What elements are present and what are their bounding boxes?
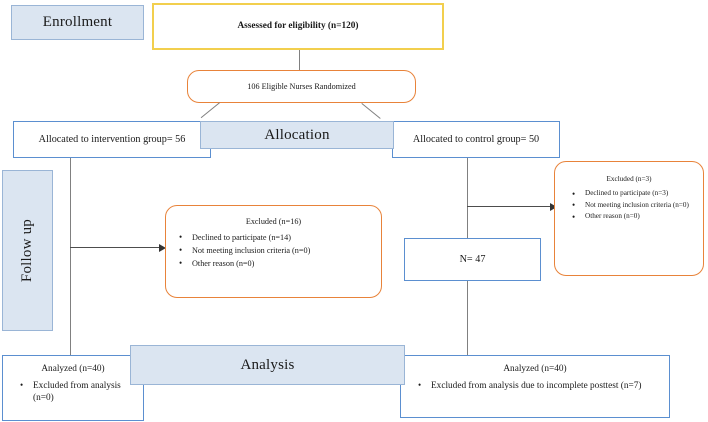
list-item: Other reason (n=0) bbox=[179, 257, 381, 270]
stage-label-followup: Follow up bbox=[19, 218, 35, 283]
stage-banner-enrollment: Enrollment bbox=[11, 5, 144, 40]
analyzed-control-title: Analyzed (n=40) bbox=[503, 364, 567, 374]
excluded-control-box: Excluded (n=3) Declined to participate (… bbox=[554, 161, 704, 276]
connector-intervention-to-excluded bbox=[70, 247, 160, 248]
stage-banner-analysis: Analysis bbox=[130, 345, 405, 385]
arrow-head-control-excluded bbox=[550, 202, 557, 211]
allocated-intervention-box: Allocated to intervention group= 56 bbox=[13, 121, 211, 158]
analyzed-control-box: Analyzed (n=40) Excluded from analysis d… bbox=[400, 355, 670, 418]
connector-intervention-trunk bbox=[70, 158, 71, 355]
analyzed-intervention-box: Analyzed (n=40) Excluded from analysis (… bbox=[2, 355, 144, 421]
arrow-head-intervention-excluded bbox=[159, 243, 166, 252]
stage-banner-followup: Follow up bbox=[2, 170, 53, 331]
list-item: Not meeting inclusion criteria (n=0) bbox=[179, 244, 381, 257]
analyzed-intervention-note-list: Excluded from analysis (n=0) bbox=[3, 379, 143, 406]
control-remaining-text: N= 47 bbox=[459, 253, 486, 265]
excluded-control-title: Excluded (n=3) bbox=[606, 175, 652, 183]
excluded-intervention-box: Excluded (n=16) Declined to participate … bbox=[165, 205, 382, 298]
list-item: Declined to participate (n=14) bbox=[179, 231, 381, 244]
assessed-for-eligibility-box: Assessed for eligibility (n=120) bbox=[152, 3, 444, 50]
excluded-intervention-title: Excluded (n=16) bbox=[245, 217, 302, 226]
list-item: Excluded from analysis (n=0) bbox=[20, 379, 143, 405]
allocated-intervention-text: Allocated to intervention group= 56 bbox=[38, 133, 186, 145]
connector-eligibility-to-randomized bbox=[299, 50, 300, 71]
excluded-intervention-reason-list: Declined to participate (n=14) Not meeti… bbox=[166, 231, 381, 271]
list-item: Excluded from analysis due to incomplete… bbox=[418, 379, 669, 393]
stage-banner-allocation: Allocation bbox=[200, 121, 394, 149]
list-item: Declined to participate (n=3) bbox=[572, 188, 703, 202]
analyzed-control-note-list: Excluded from analysis due to incomplete… bbox=[401, 379, 669, 394]
stage-label-analysis: Analysis bbox=[240, 356, 295, 373]
allocated-control-text: Allocated to control group= 50 bbox=[412, 133, 540, 145]
control-remaining-box: N= 47 bbox=[404, 238, 541, 281]
randomized-box: 106 Eligible Nurses Randomized bbox=[187, 70, 416, 103]
connector-control-trunk-upper bbox=[467, 158, 468, 238]
connector-randomized-to-control bbox=[361, 103, 381, 119]
analyzed-intervention-title: Analyzed (n=40) bbox=[41, 364, 105, 374]
list-item: Other reason (n=0) bbox=[572, 211, 703, 225]
excluded-control-reason-list: Declined to participate (n=3) Not meetin… bbox=[555, 188, 703, 225]
allocated-control-box: Allocated to control group= 50 bbox=[392, 121, 560, 158]
randomized-text: 106 Eligible Nurses Randomized bbox=[247, 81, 356, 91]
connector-randomized-to-intervention bbox=[200, 102, 220, 119]
list-item: Not meeting inclusion criteria (n=0) bbox=[572, 199, 703, 213]
connector-control-to-excluded bbox=[467, 206, 551, 207]
assessed-for-eligibility-text: Assessed for eligibility (n=120) bbox=[237, 21, 359, 32]
connector-control-trunk-lower bbox=[467, 281, 468, 356]
stage-label-enrollment: Enrollment bbox=[42, 14, 113, 30]
stage-label-allocation: Allocation bbox=[264, 126, 330, 143]
